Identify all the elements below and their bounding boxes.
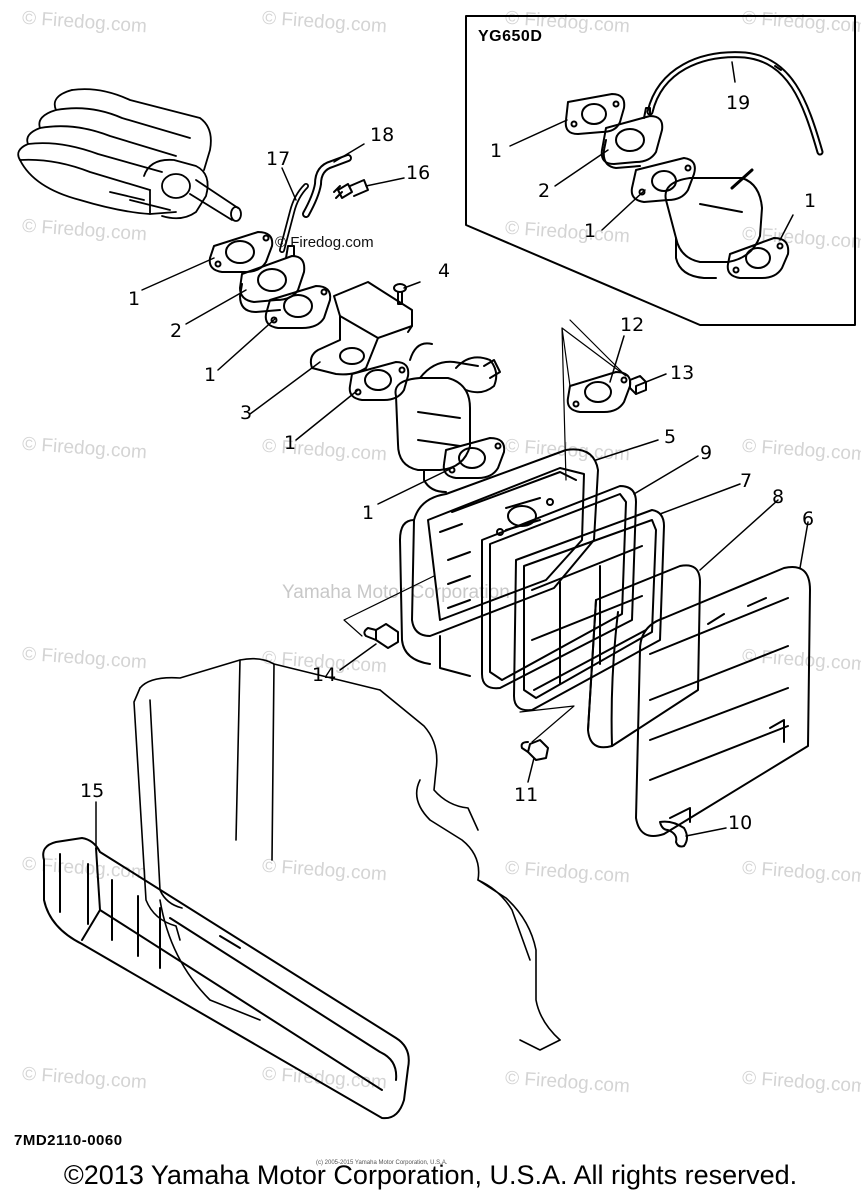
watermark-inline: © Firedog.com [275, 234, 374, 251]
inset-model-label: YG650D [478, 28, 543, 45]
callout-17: 17 [266, 148, 291, 170]
side-cover-part-15 [42, 837, 410, 1120]
gasket-part-1-inset-middle [630, 157, 696, 203]
gasket-part-1-third [348, 361, 410, 401]
hose-part-19-inset [646, 51, 824, 156]
inset-callout-2: 2 [538, 180, 551, 202]
hose-part-18 [302, 154, 352, 218]
gasket-part-1-inset-right [726, 237, 790, 279]
callout-13: 13 [670, 362, 695, 384]
inset-leader-lines [509, 61, 794, 241]
assembly-guide-lines [343, 319, 627, 743]
insulator-part-2 [239, 245, 306, 313]
carburetor [394, 342, 501, 493]
callout-6: 6 [802, 508, 815, 530]
gasket-part-1-inset-top [564, 93, 626, 135]
clip-part-10 [659, 820, 688, 848]
nut-part-13 [629, 375, 647, 395]
callout-1: 1 [204, 364, 217, 386]
frame-part-7 [513, 509, 665, 712]
copyright-notice: ©2013 Yamaha Motor Corporation, U.S.A. A… [63, 1160, 798, 1190]
callout-15: 15 [80, 780, 105, 802]
callout-4: 4 [438, 260, 451, 282]
engine-block-outline [133, 657, 561, 1051]
cover-part-6 [635, 566, 811, 837]
gasket-part-1-left [208, 231, 274, 273]
pipe-part-17 [279, 183, 309, 253]
gasket-part-1-second [264, 285, 332, 329]
gasket-part-9 [481, 485, 637, 690]
callout-3: 3 [240, 402, 253, 424]
callout-8: 8 [772, 486, 785, 508]
screw-part-4 [393, 283, 407, 305]
inset-callout-1: 1 [490, 140, 503, 162]
bracket-part-3 [309, 281, 413, 376]
callout-1: 1 [284, 432, 297, 454]
callout-2: 2 [170, 320, 183, 342]
watermark-yamaha: Yamaha Motor Corporation [282, 582, 510, 603]
callout-12: 12 [620, 314, 645, 336]
nozzle-part-16 [333, 179, 369, 199]
inset-box-yg650d [465, 15, 856, 326]
inset-callout-1: 1 [804, 190, 817, 212]
callout-18: 18 [370, 124, 395, 146]
callout-11: 11 [514, 784, 539, 806]
carburetor-inset [664, 168, 763, 279]
callout-14: 14 [312, 664, 337, 686]
drawing-code: 7MD2110-0060 [14, 1132, 123, 1149]
callout-7: 7 [740, 470, 753, 492]
intake-manifold [17, 88, 242, 222]
bolt-part-11 [520, 739, 549, 761]
callout-10: 10 [728, 812, 753, 834]
callout-1: 1 [128, 288, 141, 310]
gasket-part-12 [566, 371, 632, 413]
callout-1: 1 [362, 502, 375, 524]
callout-5: 5 [664, 426, 677, 448]
case-part-5 [399, 448, 599, 677]
insulator-part-2-inset [600, 107, 664, 169]
element-part-8 [587, 564, 701, 749]
leader-lines [95, 143, 809, 847]
callout-9: 9 [700, 442, 713, 464]
inset-callout-19: 19 [726, 92, 751, 114]
callout-16: 16 [406, 162, 431, 184]
fine-print: (c) 2005-2015 Yamaha Motor Corporation, … [316, 1160, 448, 1166]
inset-callout-1: 1 [584, 220, 597, 242]
bolt-part-14 [363, 623, 399, 649]
